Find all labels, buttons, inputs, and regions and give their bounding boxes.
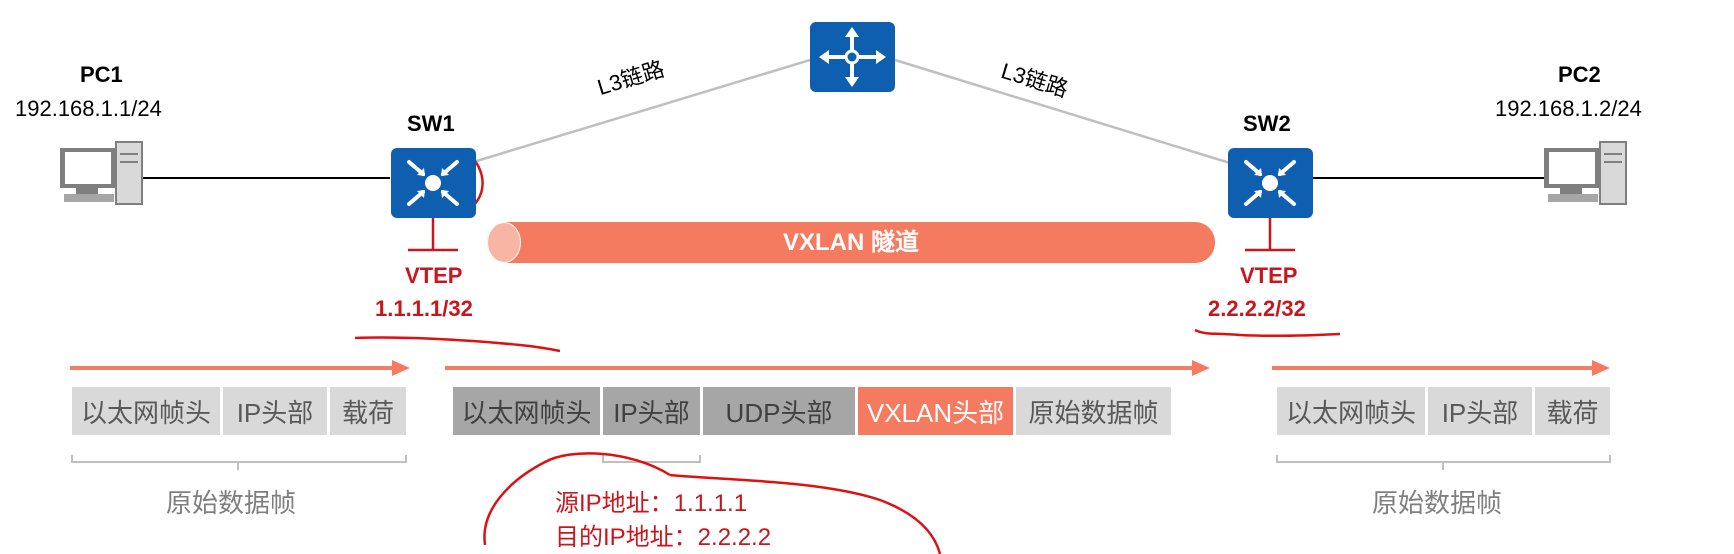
vxlan-tunnel: VXLAN 隧道 (487, 222, 1215, 263)
left-frame-ip-header: IP头部 (223, 387, 327, 435)
sw1-name: SW1 (407, 111, 455, 136)
right-frame-caption: 原始数据帧 (1372, 488, 1503, 518)
pc2-name: PC2 (1558, 62, 1601, 87)
right-frame-payload: 载荷 (1535, 387, 1610, 435)
hand-circle-ip (483, 452, 942, 554)
pc1-computer-icon (58, 140, 148, 208)
right-flow-arrow (1272, 360, 1610, 376)
left-frame-bracket (71, 455, 407, 470)
middle-flow-arrow (445, 360, 1210, 376)
sw2-vtep-label: VTEP (1240, 263, 1298, 288)
pc1-ip: 192.168.1.1/24 (15, 96, 162, 121)
tunnel-end-cap (487, 222, 521, 263)
sw2-switch-icon (1228, 148, 1313, 218)
sw2-name: SW2 (1243, 111, 1291, 136)
l3-link-right (894, 58, 1231, 165)
mid-frame-ip-header: IP头部 (603, 387, 700, 435)
router-icon (810, 22, 895, 92)
sw1-switch-icon (391, 148, 476, 218)
annotation-src-ip: 源IP地址：1.1.1.1 (555, 490, 748, 517)
right-frame-bracket (1276, 455, 1611, 470)
left-frame-payload: 载荷 (330, 387, 406, 435)
left-flow-arrow (70, 360, 410, 376)
pc2-ip: 192.168.1.2/24 (1495, 96, 1642, 121)
pc1-name: PC1 (80, 62, 123, 87)
mid-frame-original-frame: 原始数据帧 (1016, 387, 1171, 435)
sw2-vtep-ip: 2.2.2.2/32 (1208, 296, 1306, 321)
left-frame-caption: 原始数据帧 (166, 488, 297, 518)
mid-frame-eth-header: 以太网帧头 (453, 387, 600, 435)
right-frame-ip-header: IP头部 (1428, 387, 1532, 435)
ip-header-bracket (602, 455, 701, 463)
annotation-dst-ip: 目的IP地址：2.2.2.2 (555, 524, 772, 551)
sw1-vtep-ip: 1.1.1.1/32 (375, 296, 473, 321)
sw1-vtep-label: VTEP (405, 263, 463, 288)
tunnel-label: VXLAN 隧道 (782, 229, 919, 256)
pc2-computer-icon (1542, 140, 1632, 208)
mid-frame-vxlan-header: VXLAN头部 (858, 387, 1013, 435)
hand-underline-sw2 (1194, 328, 1341, 338)
left-frame-eth-header: 以太网帧头 (72, 387, 220, 435)
hand-underline-sw1 (354, 336, 561, 353)
mid-frame-udp-header: UDP头部 (703, 387, 855, 435)
right-frame-eth-header: 以太网帧头 (1277, 387, 1425, 435)
l3-link-left (469, 58, 811, 165)
vtep-stem-sw2 (1245, 218, 1295, 252)
vtep-stem-sw1 (408, 218, 458, 252)
